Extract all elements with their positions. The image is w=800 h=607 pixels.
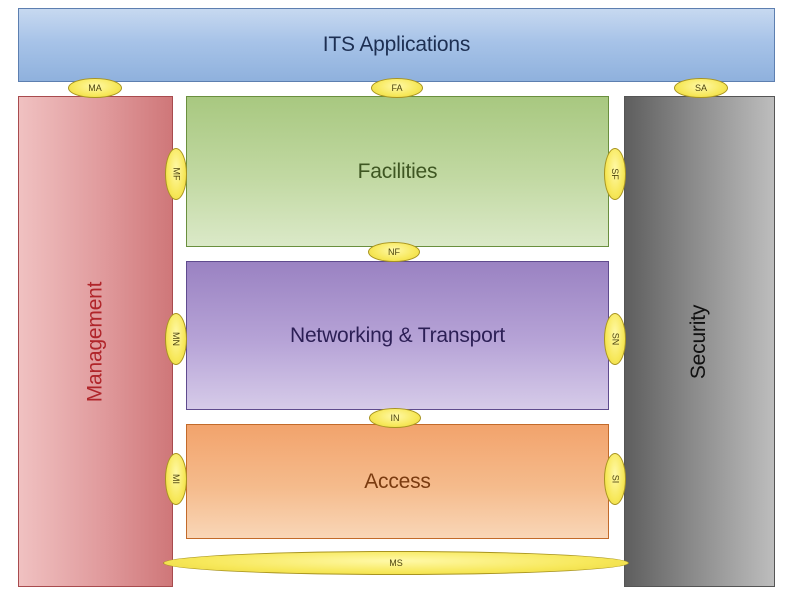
security-layer: Security [624,96,775,587]
sap-ma: MA [68,78,122,98]
sap-mf: MF [165,148,187,200]
sap-nf-label: NF [388,247,400,257]
facilities-layer: Facilities [186,96,609,247]
sap-ma-label: MA [88,83,102,93]
sap-mi-label: MI [171,474,181,484]
access-layer: Access [186,424,609,539]
sap-sa-label: SA [694,83,707,93]
sap-in-label: IN [390,413,400,423]
access-label: Access [364,469,431,493]
sap-sn: SN [604,313,626,365]
sap-fa: FA [371,78,423,98]
sap-fa-label: FA [391,83,403,93]
sap-sn-label: SN [609,332,620,346]
management-layer: Management [18,96,173,587]
sap-ms: MS [163,551,629,575]
sap-mf-label: MF [171,167,181,181]
facilities-label: Facilities [357,159,438,183]
sap-sa: SA [674,78,728,98]
management-label: Management [83,281,107,402]
sap-mi: MI [165,453,187,505]
its-applications-label: ITS Applications [322,33,471,56]
sap-mn-label: MN [171,332,181,346]
sap-in: IN [369,408,421,428]
sap-ms-label: MS [389,558,403,568]
its-applications-layer: ITS Applications [18,8,775,82]
sap-sf: SF [604,148,626,200]
sap-si: SI [604,453,626,505]
security-label: Security [687,304,711,379]
networking-transport-layer: Networking & Transport [186,261,609,410]
networking-transport-label: Networking & Transport [289,323,506,347]
sap-sf-label: SF [609,168,620,180]
sap-mn: MN [165,313,187,365]
sap-si-label: SI [609,474,620,484]
sap-nf: NF [368,242,420,262]
